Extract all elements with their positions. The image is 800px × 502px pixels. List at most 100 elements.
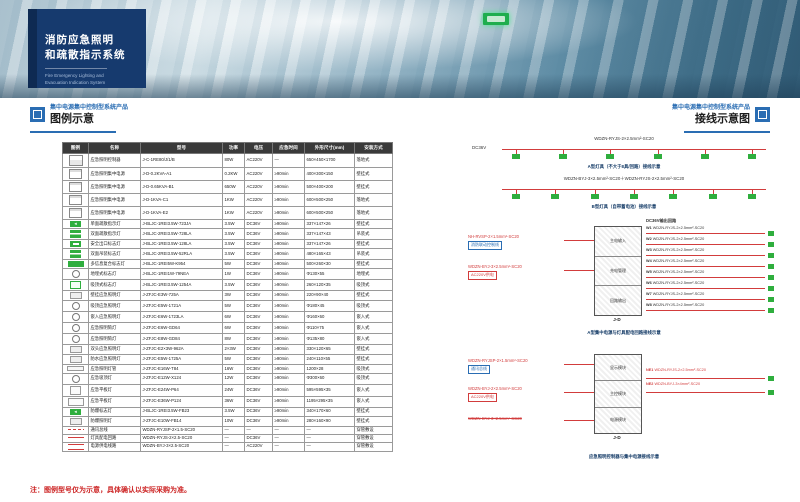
ctrl-connector-line: [564, 392, 594, 393]
circuit-b-wire-label: WDZN-BYJ-3×2.5mm²-SC20＋WDZN-RYJS-2×2.5mm…: [563, 176, 685, 181]
voltage-cell: DC36V: [244, 364, 273, 374]
legend-icon: [70, 230, 81, 239]
size-cell: 650×450×1700: [304, 153, 355, 168]
name-cell: 多信息复合标志灯: [88, 259, 141, 270]
name-cell: 应急平板灯: [88, 395, 141, 408]
size-cell: 337×147×26: [304, 218, 355, 230]
output-circuit-row: W1 WDZN-RYJS-2×2.5mm²-SC20: [646, 226, 774, 237]
table-row: 双面疏散指示灯 J-BLJC-2REI3.5W-728LA 3.5W DC36V…: [62, 228, 393, 241]
size-cell: 240×110×55: [304, 354, 355, 366]
power-cell: 1KW: [222, 206, 245, 220]
luminaire-icon: [768, 286, 774, 291]
ps-box-row: 回路输出: [610, 297, 626, 303]
luminaire-icon: [768, 376, 774, 381]
time-cell: ≥90min: [272, 415, 305, 427]
table-row: 应急照明筒灯 J-ZFJC-E6W-GD64 6W DC36V ≥90min Φ…: [62, 322, 393, 335]
product-title-en2: Evacuation Indication System: [45, 80, 106, 86]
size-cell: 480×165×43: [304, 248, 355, 261]
time-cell: ≥90min: [272, 311, 305, 324]
output-wire-line: [646, 288, 765, 289]
right-section-kicker: 集中电源集中控制型系统产品: [671, 105, 750, 111]
output-wire: WDZN-RYJS-2×2.5mm²-SC20: [652, 281, 705, 285]
size-cell: 600×500×250: [304, 193, 355, 207]
model-cell: J-BLJC-1REI3.5W-723JA: [140, 218, 223, 230]
output-wire-line: [646, 310, 765, 311]
size-cell: 400×300×150: [304, 167, 355, 181]
circuit-a-caption: A型灯具（不大于8具/回路）接线示意: [587, 164, 661, 169]
time-cell: ≥90min: [272, 300, 305, 313]
output-tag: W8: [646, 303, 652, 307]
name-cell: 单面疏散指示灯: [88, 218, 141, 230]
circuit-a-bus: [502, 149, 766, 159]
voltage-cell: DC36V: [244, 344, 273, 356]
model-cell: J-BLJC-2REI3.5W-52RLA: [140, 248, 223, 261]
legend-cell: [62, 206, 89, 220]
right-section-title: 接线示意图: [695, 112, 750, 125]
voltage-cell: DC36V: [244, 433, 273, 443]
mount-cell: 壁挂式: [354, 344, 393, 356]
ps-box: 主电输入充电管理回路输出: [594, 226, 642, 316]
model-cell: J-D-0.2KVA-A1: [140, 167, 223, 181]
ps-connector-line: [564, 240, 594, 241]
exit-sign-photo: [483, 13, 509, 25]
ctrl-input-1-note: 通讯总线: [468, 364, 490, 374]
voltage-cell: DC36V: [244, 383, 273, 397]
legend-icon: [71, 270, 80, 279]
luminaire-icon: [708, 190, 717, 199]
legend-icon: [67, 261, 84, 268]
table-row: 应急平板灯 J-ZFJC-E36W-P124 36W DC36V ≥90min …: [62, 395, 393, 408]
legend-icon: [71, 313, 80, 322]
table-row: 地埋式标志灯 J-BLJC-1REI1W-79NEA 1W DC36V ≥90m…: [62, 268, 393, 281]
power-cell: 650W: [222, 180, 245, 194]
voltage-cell: AC220V: [244, 193, 273, 207]
ps-caption: A型集中电源与灯具配电回路接线示意: [587, 330, 661, 335]
size-cell: Φ180×45: [304, 300, 355, 313]
name-cell: 应急吸顶灯: [88, 372, 141, 385]
legend-icon: [67, 366, 84, 372]
size-cell: 337×147×26: [304, 239, 355, 250]
name-cell: 双面吊装标志灯: [88, 248, 141, 261]
ps-input-1-note: 消防联动控制线: [468, 240, 502, 250]
time-cell: —: [272, 441, 305, 452]
name-cell: 双头应急照明灯: [88, 344, 141, 356]
model-cell: J-ZFJC-E6W-1723LA: [140, 311, 223, 324]
legend-cell: [62, 354, 89, 366]
model-cell: J-ZFJC-E36W-P124: [140, 395, 223, 408]
output-circuit-row: NE2 WDZN-BYJ-3×4mm²-SC20: [646, 382, 774, 396]
time-cell: ≥90min: [272, 383, 305, 397]
power-cell: —: [222, 441, 245, 452]
wiring-diagram: WDZN-RYJS-2×2.5mm²-SC20 DC36V A型灯具（不大于8具…: [468, 136, 780, 488]
mount-cell: 嵌入式: [354, 395, 393, 408]
power-cell: 0.2KW: [222, 167, 245, 181]
name-cell: 吸顶式标志灯: [88, 279, 141, 292]
name-cell: 应急照明控制器: [88, 153, 141, 168]
legend-cell: [62, 228, 89, 241]
legend-icon: [69, 292, 82, 300]
left-section-header: 集中电源集中控制型系统产品 图例示意: [30, 105, 128, 133]
legend-icon: [70, 385, 81, 395]
legend-cell: [62, 248, 89, 261]
ps-input-1-wire: NH-RVSP-2×1.5mm²-SC20: [468, 234, 520, 239]
model-cell: J-ZFJC-E24W-P64: [140, 383, 223, 397]
circuit-b-caption: B型灯具（自带蓄电池）接线示意: [591, 204, 657, 209]
table-row: 壁挂应急照明灯 J-ZFJC-E3W-725A 3W DC36V ≥90min …: [62, 290, 393, 302]
model-cell: J-BLJC-1REI1W-79NEA: [140, 268, 223, 281]
legend-cell: [62, 433, 89, 443]
power-cell: 3.5W: [222, 248, 245, 261]
model-cell: J-BLJC-1REI3.5W-1254A: [140, 279, 223, 292]
legend-table: 图例名称型号功率电压应急时间外形尺寸(mm)安装方式 应急照明控制器 J-C-1…: [62, 142, 393, 452]
legend-icon: [70, 221, 81, 227]
mount-cell: 吸顶式: [354, 372, 393, 385]
mount-cell: 吸顶式: [354, 364, 393, 374]
output-wire-line: [646, 244, 765, 245]
model-cell: J-BLJC-2REI3.5W-728LA: [140, 228, 223, 241]
output-label: W6 WDZN-RYJS-2×2.5mm²-SC20: [646, 281, 704, 285]
output-wire-line: [646, 299, 765, 300]
luminaire-icon: [629, 190, 638, 199]
legend-icon: [69, 208, 82, 218]
legend-cell: [62, 311, 89, 324]
mount-cell: 落地式: [354, 153, 393, 168]
model-cell: J-ZFJC-E5W-1725A: [140, 354, 223, 366]
mount-cell: 落地式: [354, 193, 393, 207]
legend-cell: [62, 333, 89, 346]
